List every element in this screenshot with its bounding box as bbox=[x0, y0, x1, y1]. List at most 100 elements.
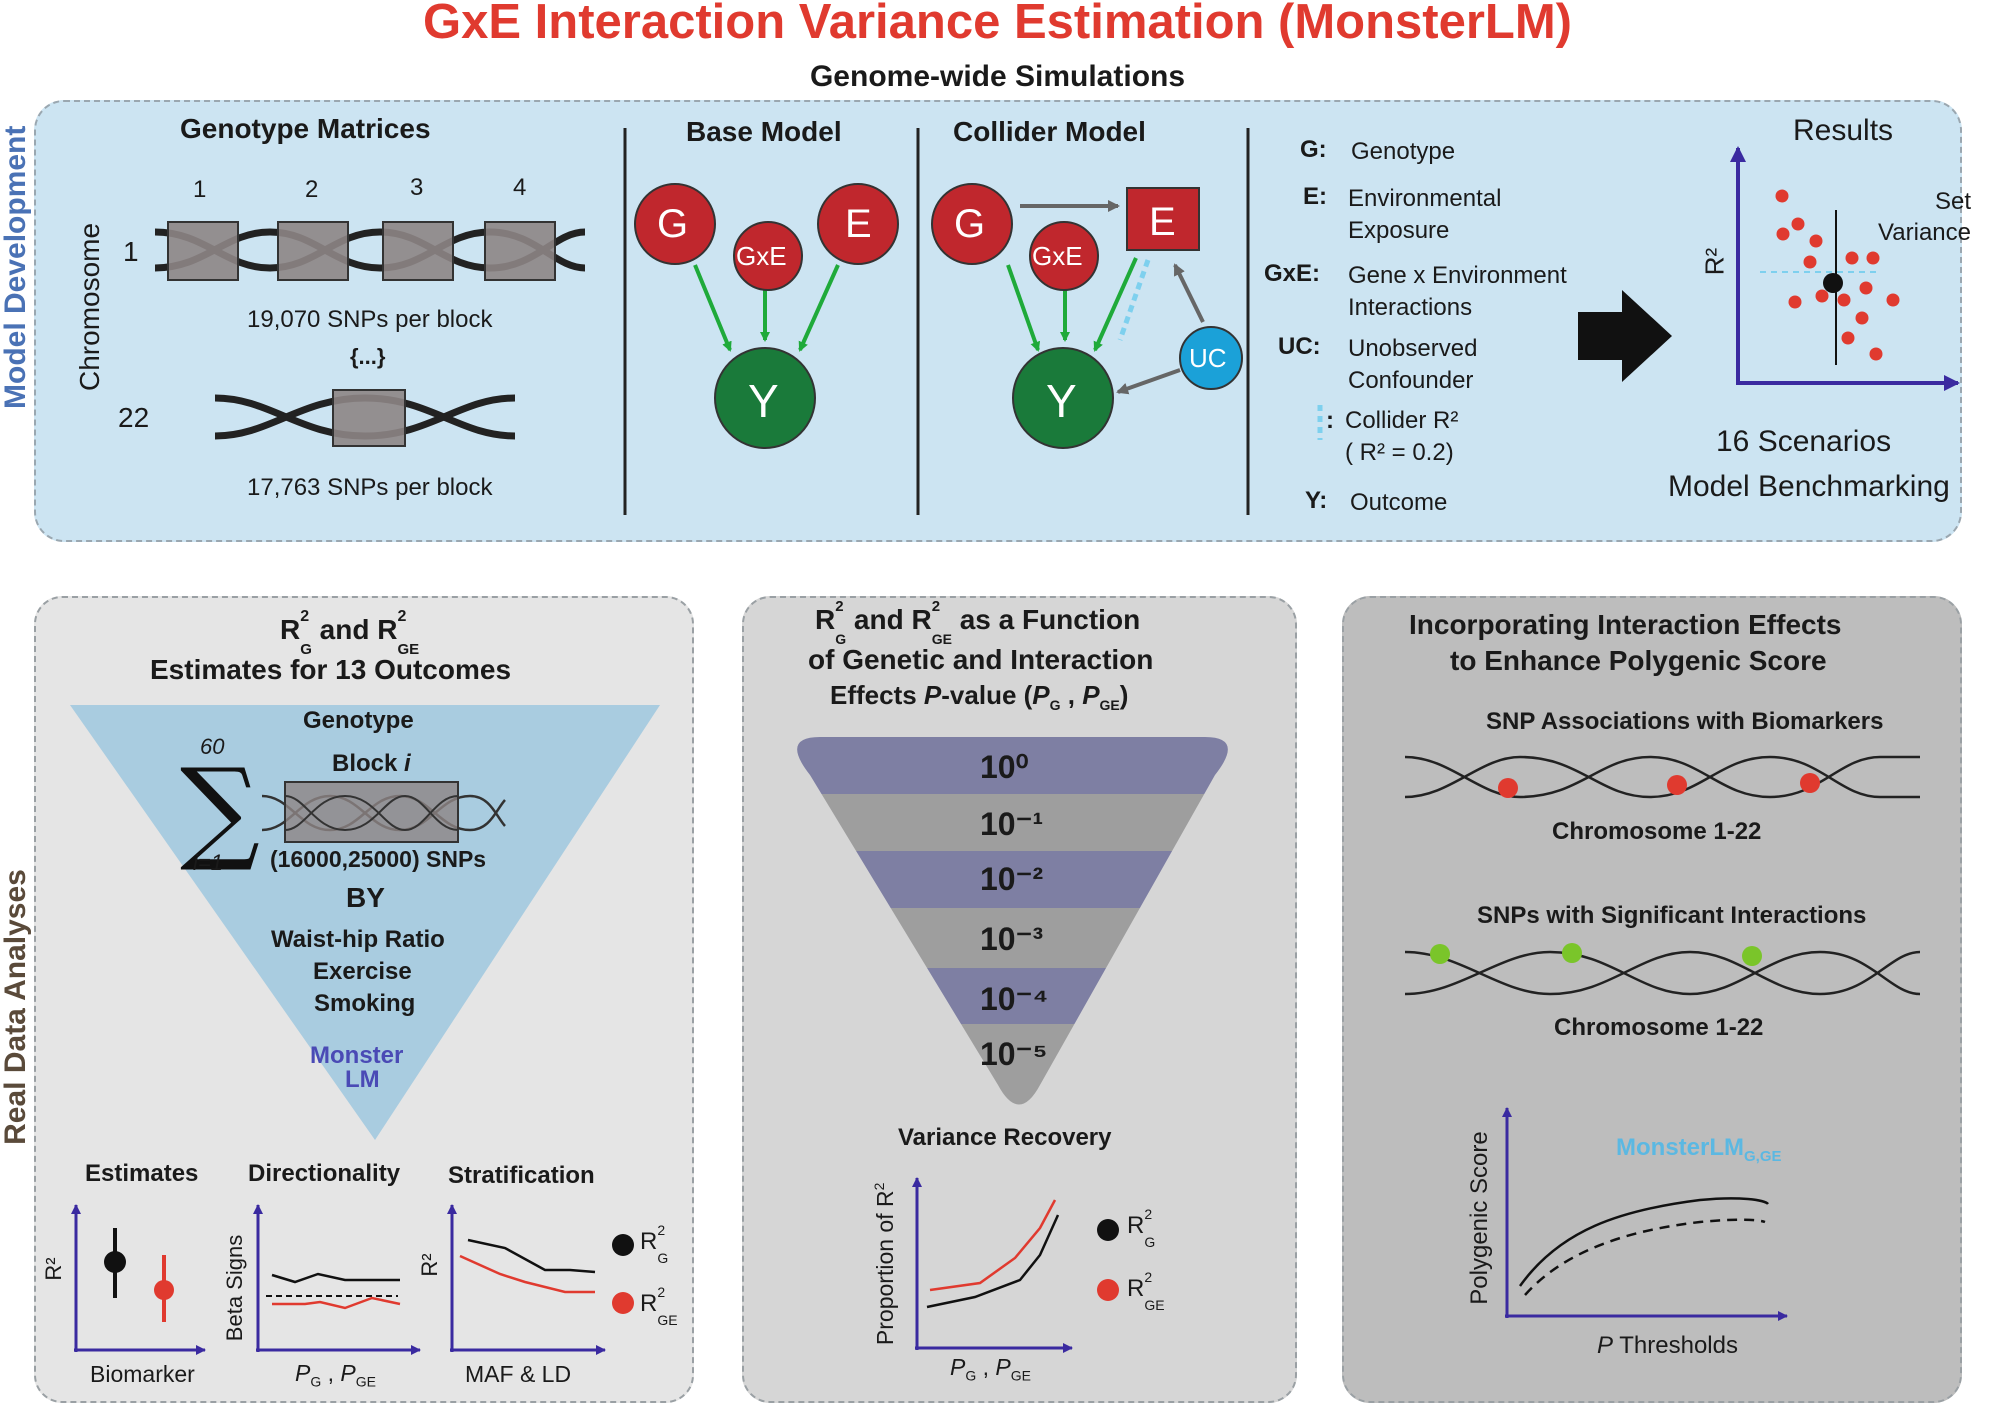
collider-node-gxe bbox=[1029, 221, 1099, 291]
page-subtitle: Genome-wide Simulations bbox=[809, 60, 1186, 93]
results-dots bbox=[1775, 189, 1900, 361]
p1-snps: (16000,25000) SNPs bbox=[270, 846, 487, 872]
chromosome-label-2: Chromosome 1-22 bbox=[1554, 1014, 1764, 1041]
set-variance-label: Set Variance bbox=[1878, 188, 1971, 246]
estimates-xlabel: Biomarker bbox=[90, 1361, 195, 1387]
monster-lm-label: MonsterLMG,GE bbox=[1616, 1134, 1782, 1165]
legend-desc-collider: Collider R² bbox=[1345, 407, 1459, 434]
chromosome-label-1: Chromosome 1-22 bbox=[1552, 818, 1762, 845]
variance-recovery-ylabel: Proportion of R2 bbox=[871, 1182, 898, 1346]
p1-outcome-1: Waist-hip Ratio bbox=[271, 926, 445, 953]
panel-polygenic-score bbox=[1342, 596, 1962, 1403]
chromosome-22-strand bbox=[214, 389, 516, 447]
block-number-1: 1 bbox=[193, 176, 207, 203]
p3-heading-2: to Enhance Polygenic Score bbox=[1450, 645, 1827, 676]
results-line-1: 16 Scenarios bbox=[1716, 425, 1892, 458]
collider-node-y bbox=[1012, 347, 1114, 449]
pvalue-level-6: 10⁻⁵ bbox=[980, 1036, 1048, 1072]
collider-model-graph bbox=[931, 183, 1243, 449]
collider-g-label: G bbox=[954, 202, 986, 246]
p1-outcome-2: Exercise bbox=[313, 958, 412, 985]
legend-desc-e: Environmental Exposure bbox=[1348, 185, 1502, 244]
results-dot bbox=[1815, 289, 1829, 303]
results-dot bbox=[1855, 311, 1869, 325]
p1-by: BY bbox=[346, 882, 385, 913]
collider-y-label: Y bbox=[1046, 375, 1077, 427]
p3-heading-1: Incorporating Interaction Effects bbox=[1409, 609, 1842, 640]
panel1-block-strand bbox=[261, 781, 506, 843]
stratification-plot bbox=[447, 1204, 606, 1355]
block-number-2: 2 bbox=[305, 176, 319, 203]
collider-gxe-label: GxE bbox=[1032, 241, 1083, 271]
legend-key-gxe: GxE: bbox=[1264, 260, 1321, 287]
legend-desc-uc: Unobserved Confounder bbox=[1348, 335, 1478, 394]
p-thresholds-xlabel: P Thresholds bbox=[1597, 1332, 1738, 1359]
pvalue-level-1: 10⁰ bbox=[980, 749, 1029, 785]
p1-heading-2: Estimates for 13 Outcomes bbox=[150, 654, 512, 685]
p2-heading-2: of Genetic and Interaction bbox=[808, 644, 1154, 675]
plot-title-directionality: Directionality bbox=[248, 1160, 401, 1187]
results-dot bbox=[1869, 347, 1883, 361]
collider-node-e bbox=[1126, 187, 1200, 251]
results-dot bbox=[1809, 234, 1823, 248]
snps-per-block-22: 17,763 SNPs per block bbox=[247, 474, 493, 501]
block-number-3: 3 bbox=[410, 174, 424, 201]
results-true-point bbox=[1823, 273, 1843, 293]
results-dot bbox=[1886, 293, 1900, 307]
pvalue-level-4: 10⁻³ bbox=[980, 921, 1044, 957]
results-dot bbox=[1837, 293, 1851, 307]
p1-block: Block i bbox=[332, 750, 411, 777]
page-title: GxE Interaction Variance Estimation (Mon… bbox=[422, 0, 1572, 49]
legend-key-g: G: bbox=[1300, 136, 1327, 163]
results-dot bbox=[1859, 281, 1873, 295]
chromosome-22-label: 22 bbox=[118, 402, 150, 433]
pvalue-level-5: 10⁻⁴ bbox=[980, 981, 1049, 1017]
p1-sum-top: 60 bbox=[200, 734, 225, 759]
base-e-label: E bbox=[845, 202, 872, 246]
panel1-funnel bbox=[70, 705, 660, 1140]
genotype-heading: Genotype Matrices bbox=[180, 113, 431, 144]
plot-title-estimates: Estimates bbox=[85, 1160, 199, 1187]
block-number-4: 4 bbox=[513, 174, 527, 201]
base-node-e bbox=[817, 183, 899, 265]
p2-legend-red-dot bbox=[1097, 1279, 1119, 1301]
results-dot bbox=[1775, 189, 1789, 203]
results-dot bbox=[1845, 251, 1859, 265]
legend-key-uc: UC: bbox=[1278, 333, 1321, 360]
variance-recovery-xlabel: PG , PGE bbox=[950, 1354, 1031, 1384]
snp-sig-label: SNPs with Significant Interactions bbox=[1477, 902, 1867, 929]
snp-association-strand bbox=[1404, 755, 1920, 799]
snp-interaction-strand bbox=[1404, 943, 1921, 996]
pvalue-level-3: 10⁻² bbox=[980, 861, 1044, 897]
stratification-ylabel: R² bbox=[417, 1253, 442, 1277]
results-heading: Results bbox=[1793, 114, 1894, 147]
directionality-xlabel: PG , PGE bbox=[295, 1360, 376, 1390]
pvalue-level-2: 10⁻¹ bbox=[980, 806, 1044, 842]
chromosome-1-strand bbox=[154, 221, 586, 281]
base-node-g bbox=[634, 183, 716, 265]
plot-title-stratification: Stratification bbox=[448, 1162, 595, 1189]
base-node-y bbox=[714, 347, 816, 449]
p2-legend-black-dot bbox=[1097, 1219, 1119, 1241]
sum-symbol: ∑ bbox=[180, 745, 260, 875]
snps-per-block-1: 19,070 SNPs per block bbox=[247, 306, 493, 333]
legend-desc-gxe: Gene x Environment Interactions bbox=[1348, 262, 1567, 321]
directionality-ylabel: Beta Signs bbox=[222, 1234, 247, 1342]
base-node-gxe bbox=[733, 221, 803, 291]
legend-desc-g: Genotype bbox=[1351, 138, 1456, 165]
estimates-plot bbox=[71, 1204, 206, 1355]
p1-monster: Monster bbox=[310, 1042, 404, 1069]
p1-genotype: Genotype bbox=[303, 707, 414, 734]
collider-model-heading: Collider Model bbox=[953, 116, 1146, 147]
arrow-to-results bbox=[1578, 290, 1672, 382]
legend-key-collider: : bbox=[1326, 407, 1334, 434]
base-model-heading: Base Model bbox=[686, 116, 842, 147]
ellipsis-label: {...} bbox=[350, 344, 386, 369]
legend-key-y: Y: bbox=[1305, 487, 1328, 514]
p1-lm: LM bbox=[345, 1066, 380, 1093]
legend-desc-collider-value: ( R² = 0.2) bbox=[1345, 439, 1454, 466]
